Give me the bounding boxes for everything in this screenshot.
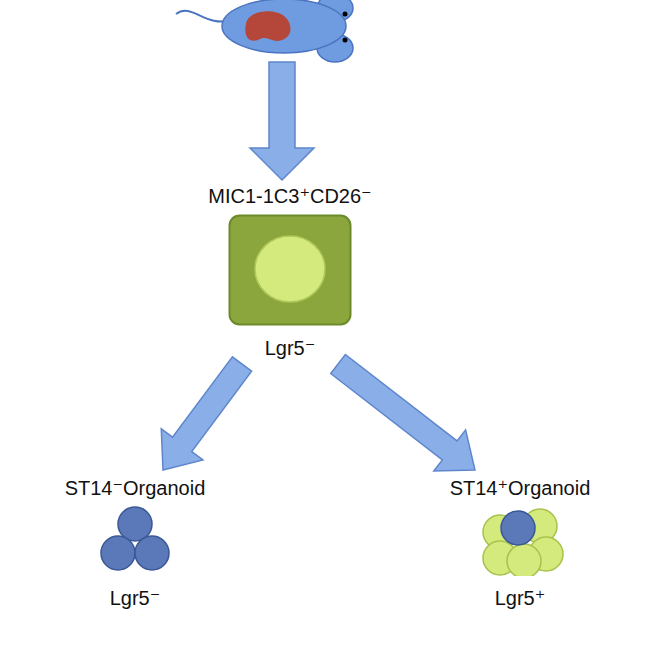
organoid-node: ST14⁺OrganoidLgr5⁺ [450,476,591,610]
node-heading: ST14⁻Organoid [65,476,206,500]
organoid-cell [118,507,152,541]
organoid-cell [135,536,169,570]
node-shape [470,506,570,580]
organoid-node: ST14⁻OrganoidLgr5⁻ [65,476,206,610]
cell-body [229,216,350,325]
mouse-eye [343,12,348,17]
organoid-cell [507,544,541,576]
node-heading: ST14⁺Organoid [450,476,591,500]
node-heading: MIC1-1C3⁺CD26⁻ [208,184,371,208]
organoid-cell [501,511,535,545]
organoid-cell [101,536,135,570]
marker-label: Lgr5⁻ [265,336,316,360]
node-shape [228,214,352,330]
node-shape [85,506,185,580]
cell-nucleus [255,236,325,302]
mouse-organ [245,11,290,41]
block-arrow [161,357,251,470]
down-arrow [250,62,314,180]
mouse-body [222,0,346,53]
marker-label: Lgr5⁻ [110,586,161,610]
marker-label: Lgr5⁺ [495,586,546,610]
organoid-cluster-positive [470,506,570,576]
mouse-eye [343,38,348,43]
block-arrow [331,355,475,471]
organoid-cluster-negative [85,506,185,576]
cell-node: MIC1-1C3⁺CD26⁻ Lgr5⁻ [208,184,371,360]
cell-box [228,214,352,326]
